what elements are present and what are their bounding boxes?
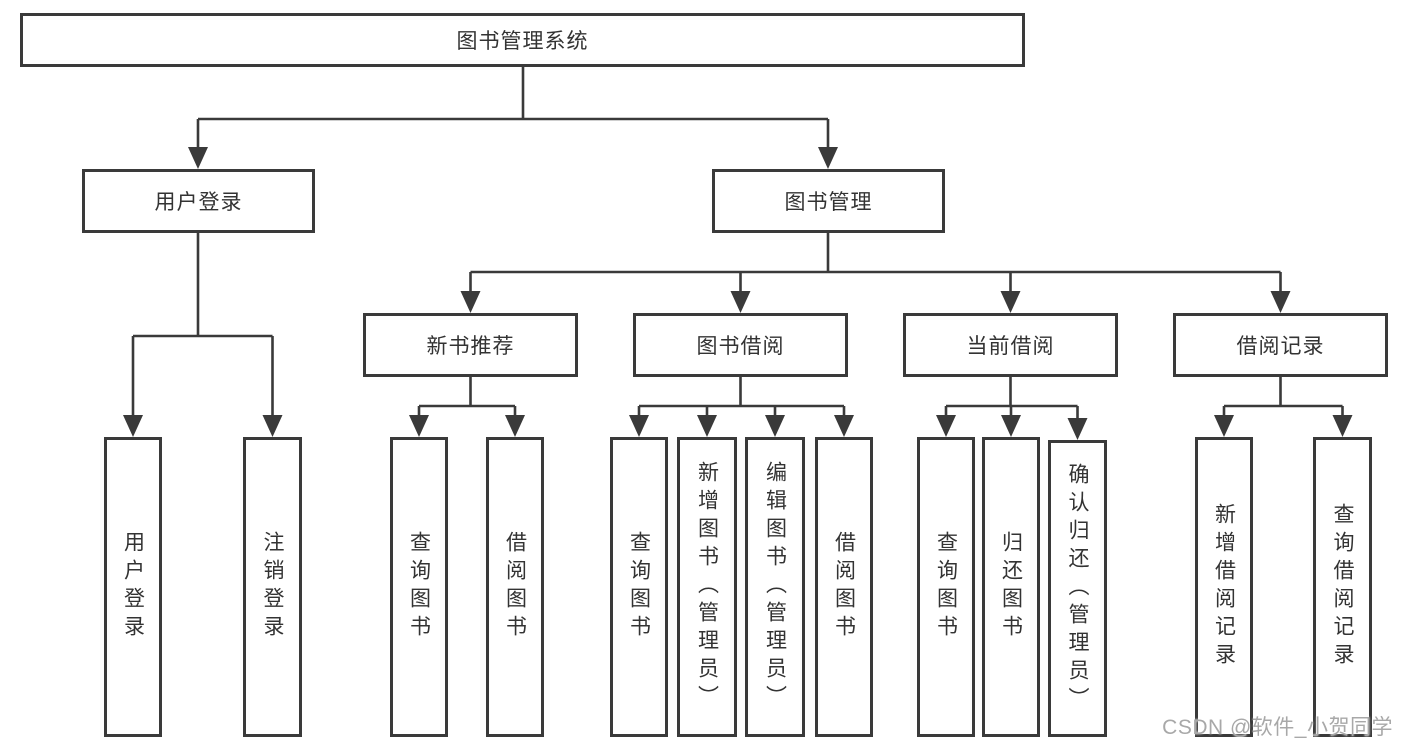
node-book-management-label: 图书管理	[784, 191, 873, 214]
arrowheads-records-leaves	[1214, 415, 1353, 437]
leaf-borrow-borrow-books-label: 借阅图书	[832, 531, 856, 643]
node-book-management: 图书管理	[712, 169, 945, 233]
leaf-borrow-add-books-admin: 新增图书（管理员）	[677, 437, 737, 737]
leaf-borrow-query-books-label: 查询图书	[627, 531, 651, 643]
leaf-login-user-login: 用户登录	[104, 437, 162, 737]
arrowheads-borrow-leaves	[629, 415, 854, 437]
leaf-records-add-record: 新增借阅记录	[1195, 437, 1253, 737]
leaf-borrow-add-books-admin-label: 新增图书（管理员）	[695, 461, 719, 713]
node-new-book-recommend: 新书推荐	[363, 313, 578, 377]
leaf-rec-borrow-books: 借阅图书	[486, 437, 544, 737]
node-book-borrow: 图书借阅	[633, 313, 848, 377]
leaf-login-logout: 注销登录	[243, 437, 302, 737]
leaf-current-query-books: 查询图书	[917, 437, 975, 737]
leaf-current-confirm-return-admin-label: 确认归还（管理员）	[1066, 462, 1089, 715]
leaf-borrow-edit-books-admin: 编辑图书（管理员）	[745, 437, 805, 737]
node-new-book-recommend-label: 新书推荐	[426, 335, 515, 358]
connector-current-to-leaves	[944, 377, 1079, 420]
leaf-current-query-books-label: 查询图书	[934, 531, 958, 643]
node-current-borrow-label: 当前借阅	[966, 335, 1055, 358]
leaf-current-confirm-return-admin: 确认归还（管理员）	[1048, 440, 1107, 737]
leaf-rec-query-books-label: 查询图书	[407, 531, 431, 643]
leaf-current-return-books: 归还图书	[982, 437, 1040, 737]
leaf-borrow-query-books: 查询图书	[610, 437, 668, 737]
node-user-login-label: 用户登录	[154, 191, 243, 214]
node-book-borrow-label: 图书借阅	[696, 335, 785, 358]
connector-root-to-level1	[196, 67, 830, 148]
leaf-login-logout-label: 注销登录	[261, 531, 284, 643]
node-root-system-label: 图书管理系统	[456, 30, 589, 53]
leaf-records-query-record-label: 查询借阅记录	[1331, 503, 1354, 671]
leaf-rec-query-books: 查询图书	[390, 437, 448, 737]
arrowheads-level1	[188, 147, 838, 169]
leaf-borrow-borrow-books: 借阅图书	[815, 437, 873, 737]
leaf-records-query-record: 查询借阅记录	[1313, 437, 1372, 737]
leaf-login-user-login-label: 用户登录	[121, 531, 145, 643]
arrowheads-level2	[460, 291, 1291, 313]
node-borrow-records: 借阅记录	[1173, 313, 1388, 377]
leaf-current-return-books-label: 归还图书	[999, 531, 1023, 643]
node-user-login: 用户登录	[82, 169, 315, 233]
connector-records-to-leaves	[1222, 377, 1344, 417]
connector-borrow-to-leaves	[637, 377, 846, 417]
connector-rec-to-leaves	[417, 377, 517, 417]
node-current-borrow: 当前借阅	[903, 313, 1118, 377]
node-root-system: 图书管理系统	[20, 13, 1025, 67]
connector-mgmt-to-level2	[469, 233, 1282, 292]
leaf-records-add-record-label: 新增借阅记录	[1212, 503, 1236, 671]
leaf-borrow-edit-books-admin-label: 编辑图书（管理员）	[763, 461, 787, 713]
node-borrow-records-label: 借阅记录	[1236, 335, 1325, 358]
csdn-watermark: CSDN @软件_小贺同学	[1162, 716, 1393, 739]
arrowheads-login-leaves	[123, 415, 283, 437]
leaf-rec-borrow-books-label: 借阅图书	[503, 531, 527, 643]
arrowheads-rec-leaves	[409, 415, 525, 437]
connector-login-to-leaves	[131, 233, 274, 417]
arrowheads-current-leaves	[936, 415, 1088, 440]
